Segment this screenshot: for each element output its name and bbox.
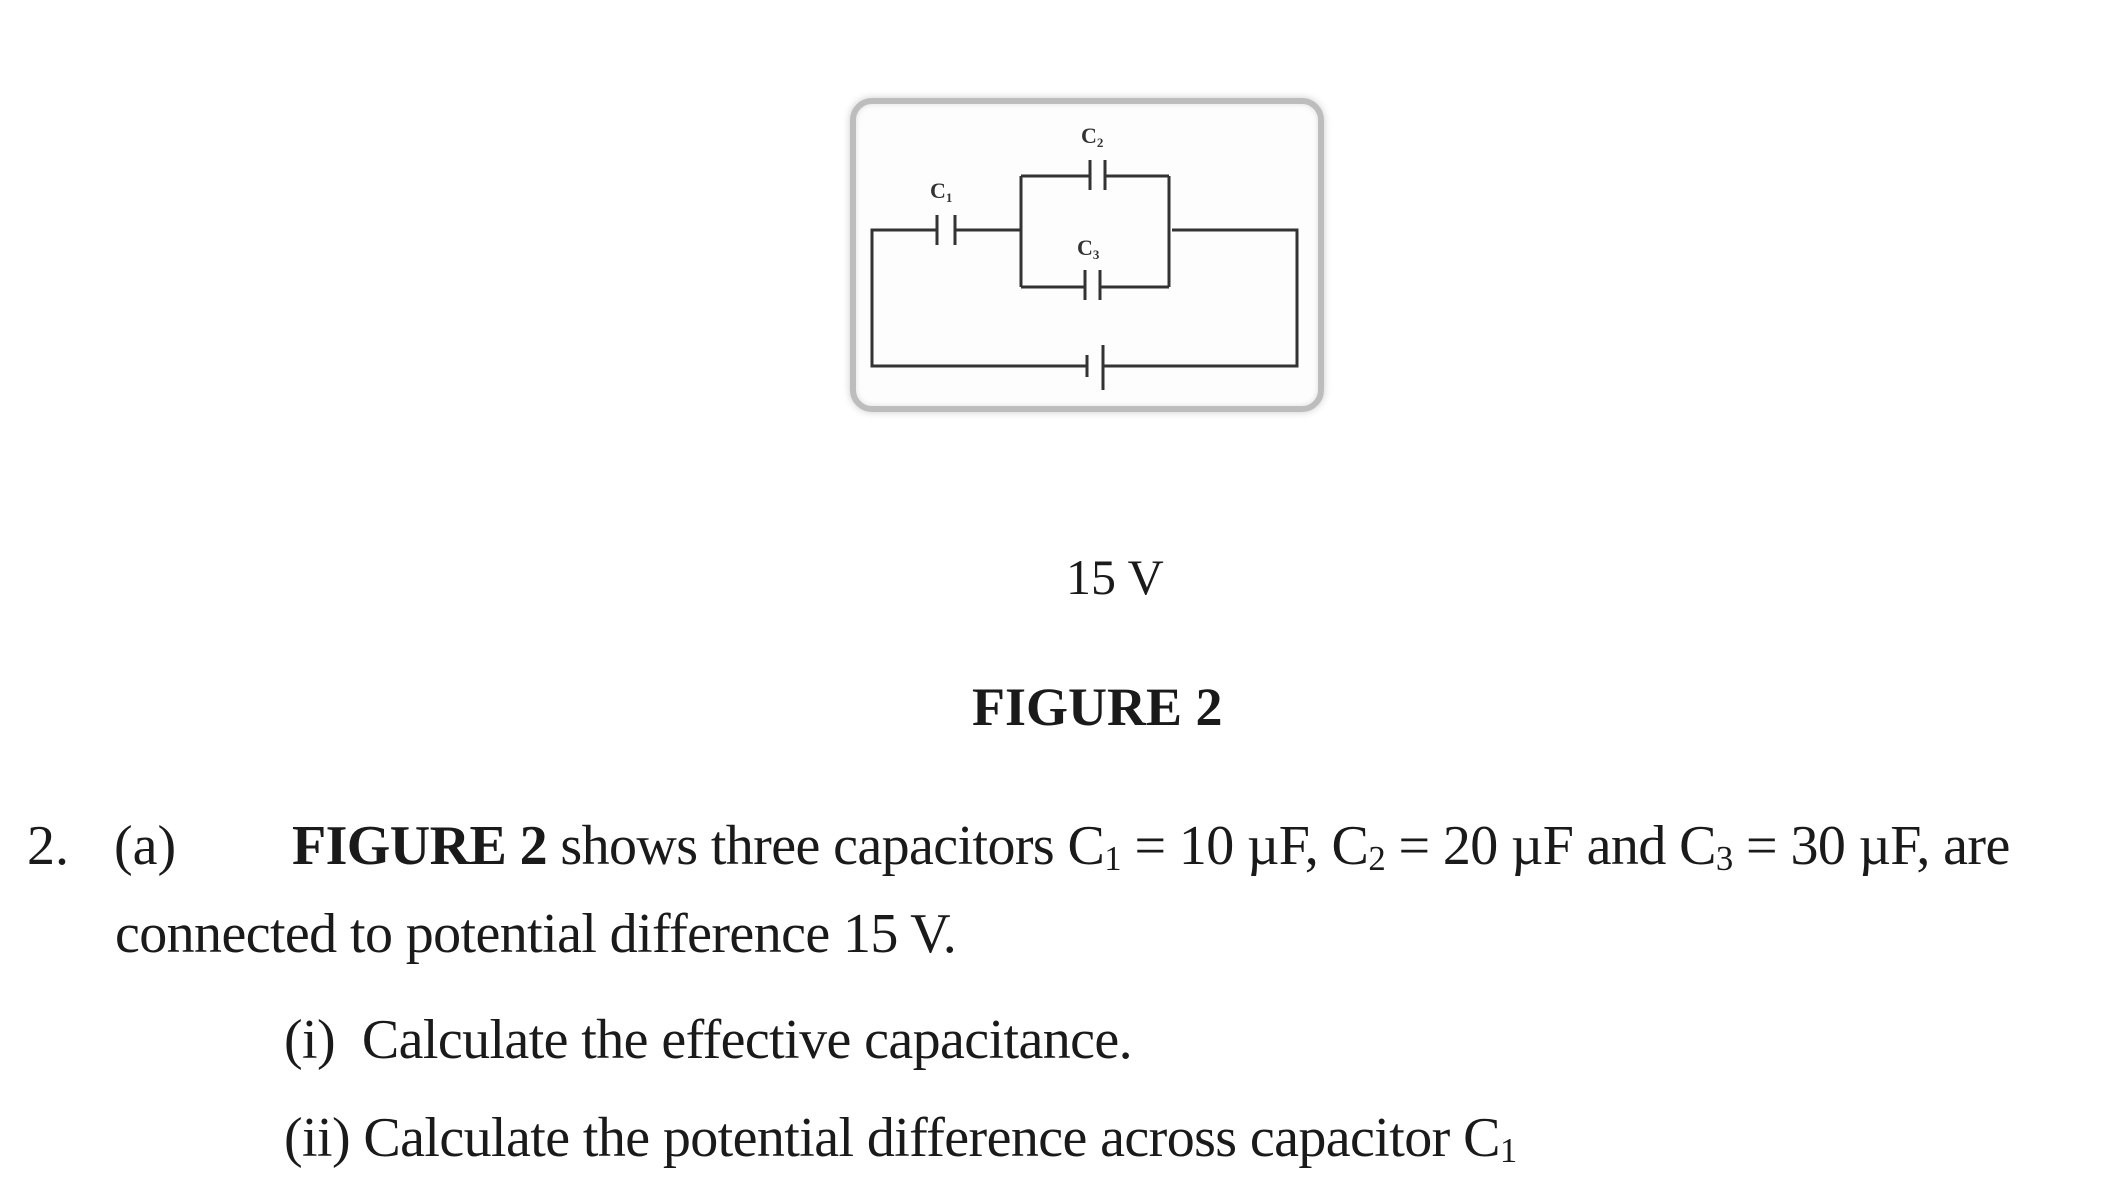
capacitor-c1-symbol — [935, 215, 957, 245]
question-text: shows three capacitors C — [547, 815, 1105, 877]
wire-left — [870, 228, 1087, 368]
question-part: (a) — [114, 815, 177, 877]
subscript: 2 — [1368, 839, 1386, 879]
battery-symbol — [1085, 345, 1105, 390]
label-c2: C2 — [1081, 123, 1103, 150]
question-line-2: connected to potential difference 15 V. — [115, 903, 957, 965]
voltage-label: 15 V — [1066, 549, 1164, 605]
capacitor-c3-symbol — [1083, 270, 1102, 300]
circuit-diagram: C1 C2 C3 — [870, 123, 1299, 390]
question-text: = 30 µF, are — [1732, 815, 2010, 877]
question-text: (ii) Calculate the potential difference … — [284, 1107, 1500, 1169]
subscript: 1 — [1104, 839, 1122, 879]
figure-caption: FIGURE 2 — [972, 677, 1223, 737]
wire-right — [1103, 228, 1299, 368]
capacitor-c2-symbol — [1088, 160, 1107, 190]
question-text: = 20 µF and C — [1385, 815, 1716, 877]
label-c3: C3 — [1077, 235, 1100, 262]
question-line-1: FIGURE 2 shows three capacitors C1 = 10 … — [292, 815, 2010, 877]
label-c1: C1 — [930, 178, 952, 205]
sub-question-i: (i) Calculate the effective capacitance. — [284, 1009, 1133, 1071]
subscript: 3 — [1715, 839, 1733, 879]
subscript: 1 — [1499, 1131, 1517, 1171]
sub-question-ii: (ii) Calculate the potential difference … — [284, 1107, 1517, 1169]
question-text: = 10 µF, C — [1121, 815, 1369, 877]
figure-reference: FIGURE 2 — [292, 815, 548, 877]
question-number: 2. — [27, 815, 69, 877]
